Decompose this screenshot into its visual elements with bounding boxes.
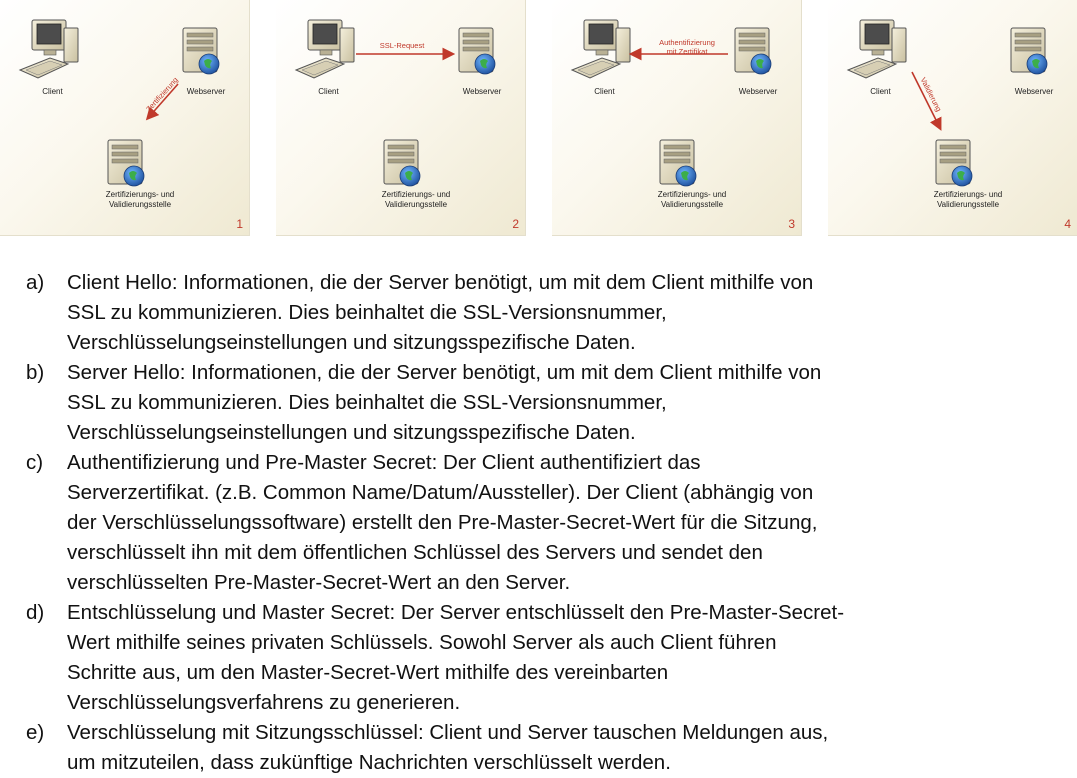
panel-graphics: [847, 19, 1048, 187]
step-text-line: Schritte aus, um den Master-Secret-Wert …: [67, 661, 669, 684]
client-computer-icon: [847, 19, 907, 79]
step-text-line: SSL zu kommunizieren. Dies beinhaltet di…: [67, 301, 667, 324]
step-text-line: Client Hello: Informationen, die der Ser…: [67, 271, 814, 294]
client-label: Client: [870, 87, 891, 96]
arrow-certification: [145, 83, 179, 121]
step-marker: a): [26, 271, 45, 294]
panel-number: 1: [236, 217, 243, 231]
webserver-icon: [734, 27, 772, 75]
arrow-label: SSL-Request: [379, 41, 425, 50]
step-item: d) Entschlüsselung und Master Secret: Der…: [26, 598, 1066, 718]
webserver-label: Webserver: [462, 87, 502, 96]
step-text-line: um mitzuteilen, dass zukünftige Nachrich…: [67, 751, 671, 774]
step-text-line: verschlüsselten Pre-Master-Secret-Wert a…: [67, 571, 571, 594]
panel-graphics: [571, 19, 772, 187]
step-item: a) Client Hello: Informationen, die der S…: [26, 268, 1066, 358]
client-computer-icon: [571, 19, 631, 79]
step-text-line: Server Hello: Informationen, die der Ser…: [67, 361, 822, 384]
webserver-icon: [1010, 27, 1048, 75]
ssl-handshake-steps: a) Client Hello: Informationen, die der S…: [26, 268, 1066, 778]
step-text-line: Wert mithilfe seines privaten Schlüssels…: [67, 631, 777, 654]
webserver-label: Webserver: [186, 87, 226, 96]
step-text-line: Serverzertifikat. (z.B. Common Name/Datu…: [67, 481, 814, 504]
step-item: c) Authentifizierung und Pre-Master Secre…: [26, 448, 1066, 598]
step-text-line: Verschlüsselungseinstellungen und sitzun…: [67, 331, 636, 354]
step-marker: c): [26, 451, 44, 474]
client-label: Client: [318, 87, 339, 96]
step-text-line: Verschlüsselungsverfahrens zu generieren…: [67, 691, 461, 714]
panel-number: 2: [512, 217, 519, 231]
client-label: Client: [42, 87, 63, 96]
panel-number: 3: [788, 217, 795, 231]
panel-graphics: [19, 19, 220, 187]
client-label: Client: [594, 87, 615, 96]
ca-server-icon: [659, 139, 697, 187]
webserver-label: Webserver: [738, 87, 778, 96]
arrow-validation: [911, 71, 942, 131]
step-marker: b): [26, 361, 45, 384]
step-item: b) Server Hello: Informationen, die der S…: [26, 358, 1066, 448]
webserver-label: Webserver: [1014, 87, 1054, 96]
step-text-line: Entschlüsselung und Master Secret: Der S…: [67, 601, 845, 624]
ca-server-icon: [383, 139, 421, 187]
step-text-line: SSL zu kommunizieren. Dies beinhaltet di…: [67, 391, 667, 414]
ca-server-icon: [107, 139, 145, 187]
step-marker: d): [26, 601, 45, 624]
step-item: e) Verschlüsselung mit Sitzungsschlüssel:…: [26, 718, 1066, 778]
panel-graphics: [295, 19, 496, 187]
step-text-line: Verschlüsselungseinstellungen und sitzun…: [67, 421, 636, 444]
client-computer-icon: [19, 19, 79, 79]
client-computer-icon: [295, 19, 355, 79]
step-marker: e): [26, 721, 45, 744]
webserver-icon: [458, 27, 496, 75]
step-text-line: Authentifizierung und Pre-Master Secret:…: [67, 451, 701, 474]
step-text-line: Verschlüsselung mit Sitzungsschlüssel: C…: [67, 721, 829, 744]
ca-server-icon: [935, 139, 973, 187]
step-text-line: verschlüsselt ihn mit dem öffentlichen S…: [67, 541, 763, 564]
step-text-line: der Verschlüsselungssoftware) erstellt d…: [67, 511, 818, 534]
panel-number: 4: [1064, 217, 1071, 231]
webserver-icon: [182, 27, 220, 75]
